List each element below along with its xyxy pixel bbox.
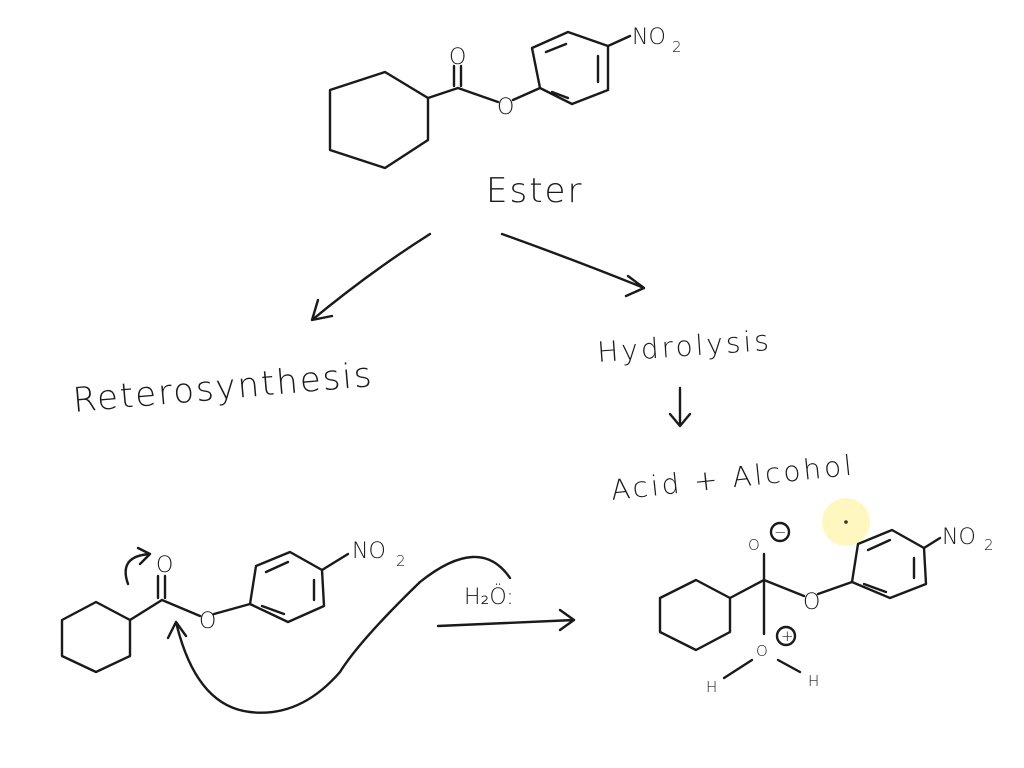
right-cyclohexane-ring [658, 578, 732, 652]
label-ester: Ester [486, 171, 583, 211]
left-ring-to-carbonyl-bond [128, 598, 164, 622]
tetrahedral-intermediate: O − O NO 2 O + H H [658, 521, 994, 696]
right-ester-o-to-ring-bond [816, 580, 854, 596]
left-carbonyl-to-ester-o-bond [160, 598, 202, 618]
right-ester-oxygen: O [803, 590, 820, 615]
right-ring-to-carbon-bond [728, 578, 766, 600]
right-ring-to-nitro-bond [922, 536, 942, 550]
label-hydrolysis: Hydrolysis [596, 324, 773, 369]
left-cyclohexane-ring [60, 600, 132, 674]
top-benzene-ring [530, 30, 610, 106]
cursor-dot [844, 520, 848, 524]
right-negative-charge-circle [769, 521, 791, 543]
top-ester-o-to-ring-bond [511, 86, 542, 102]
arrow-hydrolysis-down [668, 386, 692, 428]
top-benzene-double-bonds [544, 42, 600, 100]
right-o-h-left-bond [722, 658, 754, 680]
right-nitro-group: NO [942, 525, 976, 550]
right-oxyanion: O [748, 536, 760, 554]
top-nitro-subscript: 2 [672, 38, 682, 56]
top-ester-molecule: O O NO 2 [328, 25, 682, 170]
arrow-to-retrosynthesis [310, 232, 432, 322]
right-hydrogen-left: H [706, 678, 717, 696]
nucleophilic-attack-curved-arrow [166, 555, 512, 714]
top-cyclohexane-ring [328, 70, 430, 170]
right-nitro-subscript: 2 [984, 536, 994, 554]
top-ester-oxygen: O [497, 95, 514, 120]
left-benzene-double-bonds [260, 560, 316, 616]
right-water-oxygen: O [756, 642, 768, 660]
right-o-h-right-bond [776, 658, 802, 674]
right-carbon-to-ester-o-bond [762, 578, 806, 598]
top-carbonyl-to-ester-o-bond [456, 86, 500, 104]
label-acid-plus-alcohol: Acid + Alcohol [609, 449, 856, 507]
left-carbonyl-double-bond [156, 574, 167, 600]
left-carbonyl-oxygen: O [156, 553, 173, 578]
top-ring-to-nitro-bond [606, 34, 632, 48]
right-negative-charge: − [774, 523, 787, 541]
arrow-to-hydrolysis [500, 232, 646, 298]
right-positive-charge-circle [775, 625, 797, 647]
right-benzene-double-bonds [862, 538, 916, 594]
reagent-water: H₂Ö: [464, 583, 514, 610]
left-ester-oxygen: O [199, 609, 216, 634]
right-positive-charge: + [781, 627, 794, 645]
top-nitro-group: NO [632, 25, 666, 50]
reaction-arrow [436, 608, 576, 632]
left-ring-to-nitro-bond [320, 552, 350, 572]
left-nitro-subscript: 2 [396, 552, 406, 570]
top-ring-to-carbonyl-bond [426, 86, 460, 100]
pi-bond-curved-arrow [124, 546, 152, 586]
left-ester-molecule: O O NO 2 [60, 539, 406, 674]
left-nitro-group: NO [352, 539, 386, 564]
label-retrosynthesis: Reterosynthesis [71, 355, 375, 421]
top-carbonyl-double-bond [452, 64, 463, 88]
right-hydrogen-right: H [808, 672, 819, 690]
top-carbonyl-oxygen: O [449, 45, 466, 70]
left-ester-o-to-ring-bond [212, 602, 252, 616]
